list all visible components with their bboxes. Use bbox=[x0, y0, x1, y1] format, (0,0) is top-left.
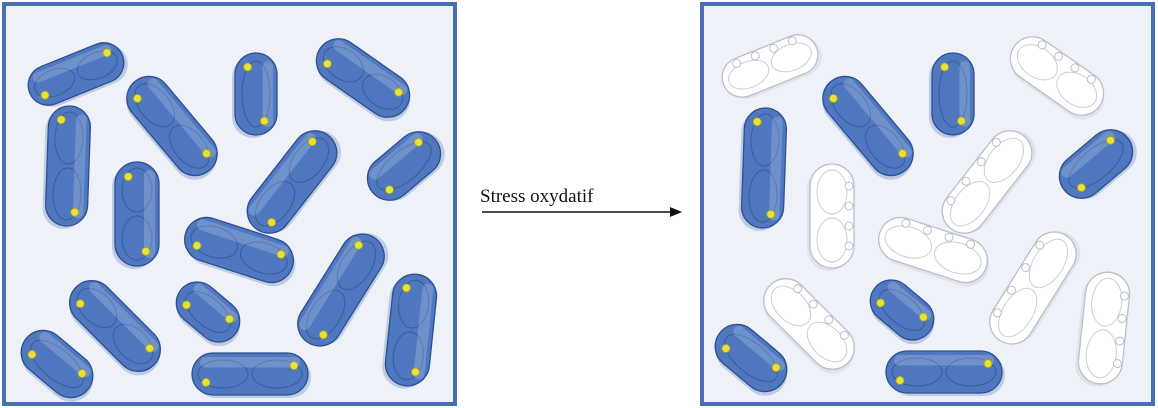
dead-bacterium bbox=[933, 120, 1045, 244]
bacterium bbox=[112, 162, 159, 269]
bacterium bbox=[22, 36, 134, 114]
fluorescent-spot bbox=[57, 116, 65, 124]
bacterium bbox=[232, 53, 277, 138]
bacterium bbox=[886, 351, 1005, 396]
bacterium bbox=[289, 223, 396, 356]
bacterium bbox=[166, 273, 251, 354]
bacteria-panel-before bbox=[2, 2, 457, 406]
fluorescent-spot bbox=[202, 378, 210, 386]
fluorescent-spot bbox=[411, 368, 420, 377]
fluorescent-spot bbox=[142, 247, 150, 255]
bacterium bbox=[42, 105, 91, 229]
fluorescent-spot bbox=[957, 117, 965, 125]
bacterium bbox=[306, 30, 421, 130]
fluorescent-spot bbox=[260, 117, 268, 125]
bacterium bbox=[192, 353, 311, 398]
bacterium bbox=[238, 120, 350, 244]
fluorescent-spot bbox=[984, 360, 992, 368]
fluorescent-spot bbox=[124, 173, 132, 181]
bacteria-field-after bbox=[704, 6, 1151, 402]
dead-bacterium bbox=[716, 28, 828, 106]
bacteria-panel-after bbox=[700, 2, 1155, 406]
bacteria-field-before bbox=[6, 6, 453, 402]
dead-bacterium bbox=[1073, 270, 1132, 389]
dead-bacterium bbox=[981, 221, 1088, 354]
fluorescent-spot bbox=[753, 118, 761, 126]
dead-bacterium bbox=[807, 164, 854, 271]
bacterium bbox=[929, 53, 974, 138]
fluorescent-spot bbox=[402, 284, 411, 293]
fluorescent-spot bbox=[290, 362, 298, 370]
bacterium bbox=[1050, 119, 1145, 210]
bacterium bbox=[380, 272, 439, 391]
bacterium bbox=[738, 107, 787, 231]
fluorescent-spot bbox=[71, 208, 79, 216]
fluorescent-spot bbox=[896, 376, 904, 384]
fluorescent-spot bbox=[767, 210, 775, 218]
bacterium bbox=[358, 121, 453, 212]
fluorescent-spot bbox=[941, 63, 949, 71]
fluorescent-spot bbox=[244, 63, 252, 71]
transition-arrow bbox=[470, 200, 690, 220]
bacterium bbox=[860, 271, 945, 352]
dead-bacterium bbox=[1000, 28, 1115, 128]
